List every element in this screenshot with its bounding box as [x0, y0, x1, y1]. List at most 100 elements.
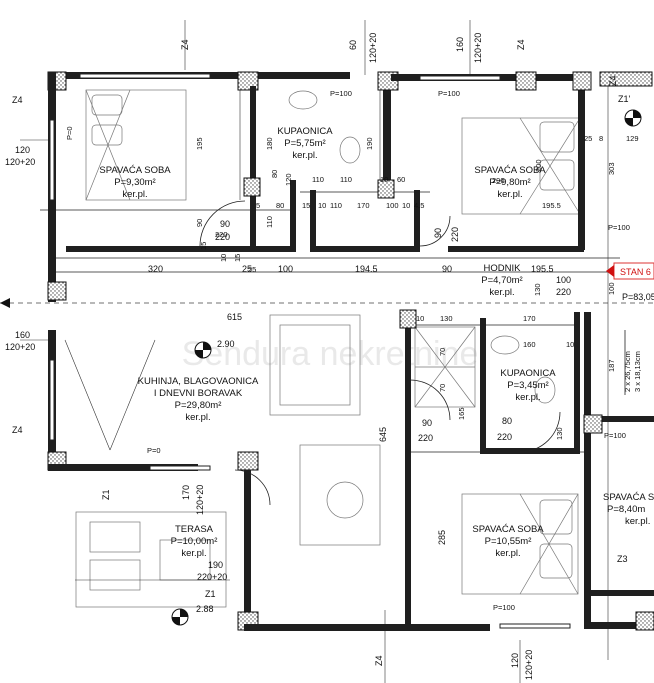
wall-tag: Z4: [516, 39, 526, 50]
dim-label: 160: [523, 340, 536, 349]
dim-label: 220: [450, 227, 460, 242]
terrace-area: P=10,00m²: [171, 536, 218, 547]
dim-label: 120: [15, 145, 30, 155]
terrace-floor: ker.pl.: [181, 548, 206, 559]
wall-tag: Z4: [180, 39, 190, 50]
dim-label: 15: [302, 201, 310, 210]
level-marker-terrace: 2.88: [171, 604, 214, 626]
hallway-floor: ker.pl.: [489, 287, 514, 298]
bedroom2-floor: ker.pl.: [497, 189, 522, 200]
dim-label: 100: [386, 201, 399, 210]
dim-label: 194.5: [355, 264, 378, 274]
bedroom4-name: SPAVAĆA S: [603, 492, 654, 503]
room-labels: SPAVAĆA SOBA P=9,30m² ker.pl. KUPAONICA …: [99, 126, 654, 559]
living-area: P=29,80m²: [175, 400, 222, 411]
dim-label: 120+20: [368, 33, 378, 63]
dim-label: 320: [148, 264, 163, 274]
dim-label: 303: [607, 162, 616, 175]
living-name-line1: KUHINJA, BLAGOVAONICA: [138, 376, 259, 387]
wall-tag: Z4: [12, 95, 23, 105]
dimensions: 60 120+20 160 120+20 120 120+20 160 120+…: [5, 33, 639, 680]
dim-label: 110: [312, 175, 324, 184]
dim-label: 80: [502, 416, 512, 426]
hallway-area: P=4,70m²: [481, 275, 522, 286]
dim-label: 170: [523, 314, 536, 323]
wall-tag: Z4: [12, 425, 23, 435]
dim-label: 100: [278, 264, 293, 274]
dim-label: 120+20: [195, 485, 205, 515]
apartment-area: P=83,05m: [622, 292, 654, 302]
dim-label: 4.5: [414, 201, 424, 210]
terrace-name: TERASA: [175, 524, 214, 535]
dim-label: 5: [256, 201, 260, 210]
bedroom4-area: P=8,40m: [607, 504, 645, 515]
section-arrow: [0, 298, 10, 308]
bedroom1-name: SPAVAĆA SOBA: [99, 165, 171, 176]
dim-label: 290: [492, 176, 505, 185]
bedroom3-floor: ker.pl.: [495, 548, 520, 559]
dim-label: 70: [438, 348, 447, 356]
dim-label: 645: [378, 427, 388, 442]
dim-label: 220: [497, 432, 512, 442]
dim-label: 170: [357, 201, 370, 210]
dim-label: 10: [416, 314, 424, 323]
wall-tag: Z3: [617, 554, 628, 564]
dim-label: 25: [248, 265, 256, 274]
level-marker-living: 2.90: [194, 339, 235, 359]
dim-label: 195.5: [531, 264, 554, 274]
level-markers: 2.90 2.88 Z1': [171, 94, 642, 626]
dim-label: 10: [318, 201, 326, 210]
dim-label: 195.5: [542, 201, 561, 210]
wall-tag: Z1: [205, 589, 216, 599]
living-floor: ker.pl.: [185, 412, 210, 423]
dim-label: 190: [365, 137, 374, 150]
bathroom2-floor: ker.pl.: [515, 392, 540, 403]
dim-label: 170: [181, 485, 191, 500]
dim-label: 10: [566, 340, 574, 349]
dim-label: 90: [195, 219, 204, 227]
living-name-line2: I DNEVNI BORAVAK: [154, 388, 243, 399]
dim-label: 25: [584, 134, 592, 143]
dim-label: 110: [340, 175, 352, 184]
walls: [47, 71, 654, 631]
bedroom3-area: P=10,55m²: [485, 536, 532, 547]
bathroom1-floor: ker.pl.: [292, 150, 317, 161]
wall-tags: Z4 Z4 Z4 Z4 Z4 Z4 Z1 Z1 Z3: [12, 39, 628, 666]
dim-label: 160: [455, 37, 465, 52]
dim-label: 120: [284, 173, 293, 186]
apartment-name: STAN 6: [620, 267, 651, 277]
dim-label: 285: [437, 530, 447, 545]
dim-label: 100: [607, 282, 616, 295]
dim-label: 70: [438, 384, 447, 392]
dim-label: 120+20: [5, 157, 35, 167]
bedroom2-name: SPAVAĆA SOBA: [474, 165, 546, 176]
bedroom1-area: P=9,30m²: [114, 177, 155, 188]
parapet-labels: P=100 P=100 P=100 P=0 P=0 P=100 P=100: [65, 89, 630, 612]
dim-label: 10: [380, 175, 388, 184]
wall-tag: Z1: [101, 489, 111, 500]
hallway-name: HODNIK: [484, 263, 522, 274]
parapet-label: P=0: [147, 446, 161, 455]
parapet-label: P=100: [330, 89, 352, 98]
dim-label: 120+20: [524, 650, 534, 680]
bedroom4-floor: ker.pl.: [625, 516, 650, 527]
dim-label: 10: [219, 254, 228, 262]
dim-label: 200: [534, 159, 543, 172]
dim-label: 90: [422, 418, 432, 428]
door-swings: [199, 200, 561, 506]
bathroom2-name: KUPAONICA: [500, 368, 556, 379]
stairs-line2: 3 x 18,13cm: [633, 351, 642, 392]
dim-label: 180: [265, 137, 274, 150]
dim-label: 10: [402, 201, 410, 210]
level-marker-corner: Z1': [618, 94, 642, 127]
dim-label: 90: [220, 219, 230, 229]
apartment-label: STAN 6 P=83,05m: [606, 262, 654, 302]
dim-label: 90: [433, 228, 443, 238]
dim-label: 15: [233, 254, 242, 262]
level-terrace: 2.88: [196, 604, 214, 614]
dim-label: 130: [555, 427, 564, 440]
dim-label: 80: [276, 201, 284, 210]
furniture: [75, 89, 581, 608]
dim-label: 120+20: [5, 342, 35, 352]
